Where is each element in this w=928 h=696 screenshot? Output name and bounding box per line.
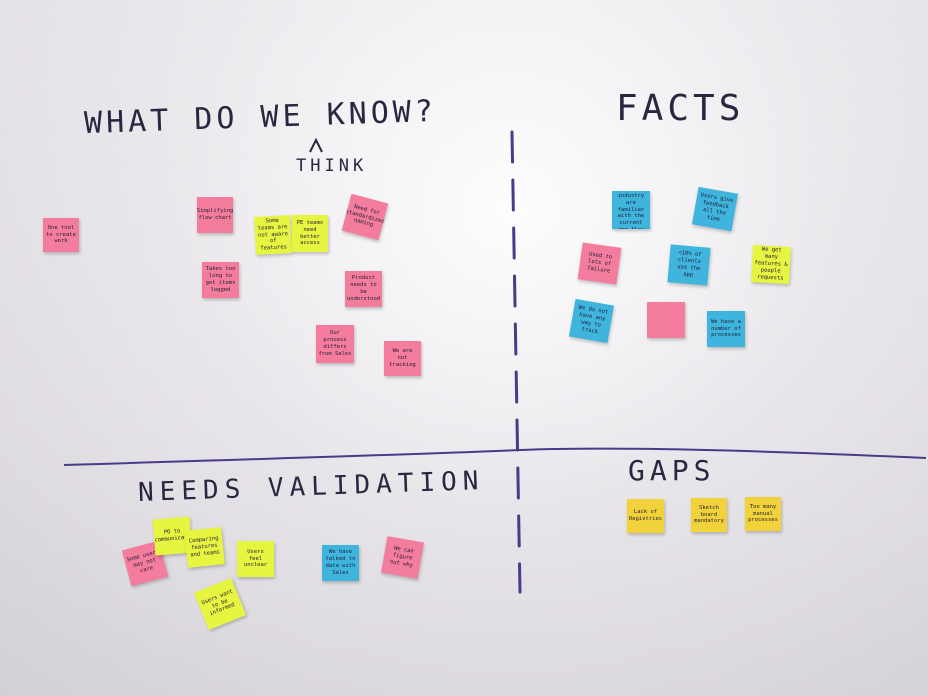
sticky-note: We can figure out why [381,536,424,579]
sticky-note: Comparing features and teams [184,527,225,568]
horizontal-divider [63,447,927,466]
sticky-note: PE teams need better access [292,215,328,252]
sticky-note: One tool to create work [43,218,79,252]
insert-caret [309,137,323,153]
heading-facts: FACTS [616,88,745,129]
sticky-note: Some teams are not aware of features [254,215,292,255]
sticky-note: We have talked to data with Sales [322,545,359,581]
sticky-note: We get many features & people requests [751,245,791,284]
sticky-note: Too many manual processes [745,497,781,531]
heading-think: THINK [296,156,368,176]
sticky-note: We do not have any way to track [568,298,615,344]
sticky-note: We have a number of processes [707,311,745,347]
heading-gaps: GAPS [628,454,716,487]
sticky-note: Users feel unclear [237,541,274,577]
sticky-note [647,302,685,338]
sticky-note: We are not tracking [384,341,421,376]
sticky-note: Sketch board mandatory [691,498,727,532]
sticky-note: Used to lots of failure [577,242,622,285]
vertical-divider [510,130,522,594]
sticky-note: Users give feedback all the time [692,186,738,232]
sticky-note: <10% of clients use the app [667,244,711,286]
sticky-note: Takes too long to get items logged [202,262,239,298]
sticky-note: Lack of Registries [627,499,664,533]
sticky-note: Simplifying flow chart [197,197,233,233]
sticky-note: Our industry are familiar with the curre… [612,191,650,229]
sticky-note: Our process differs from Sales [316,325,354,363]
sticky-note: Product needs to be understood [345,271,382,307]
